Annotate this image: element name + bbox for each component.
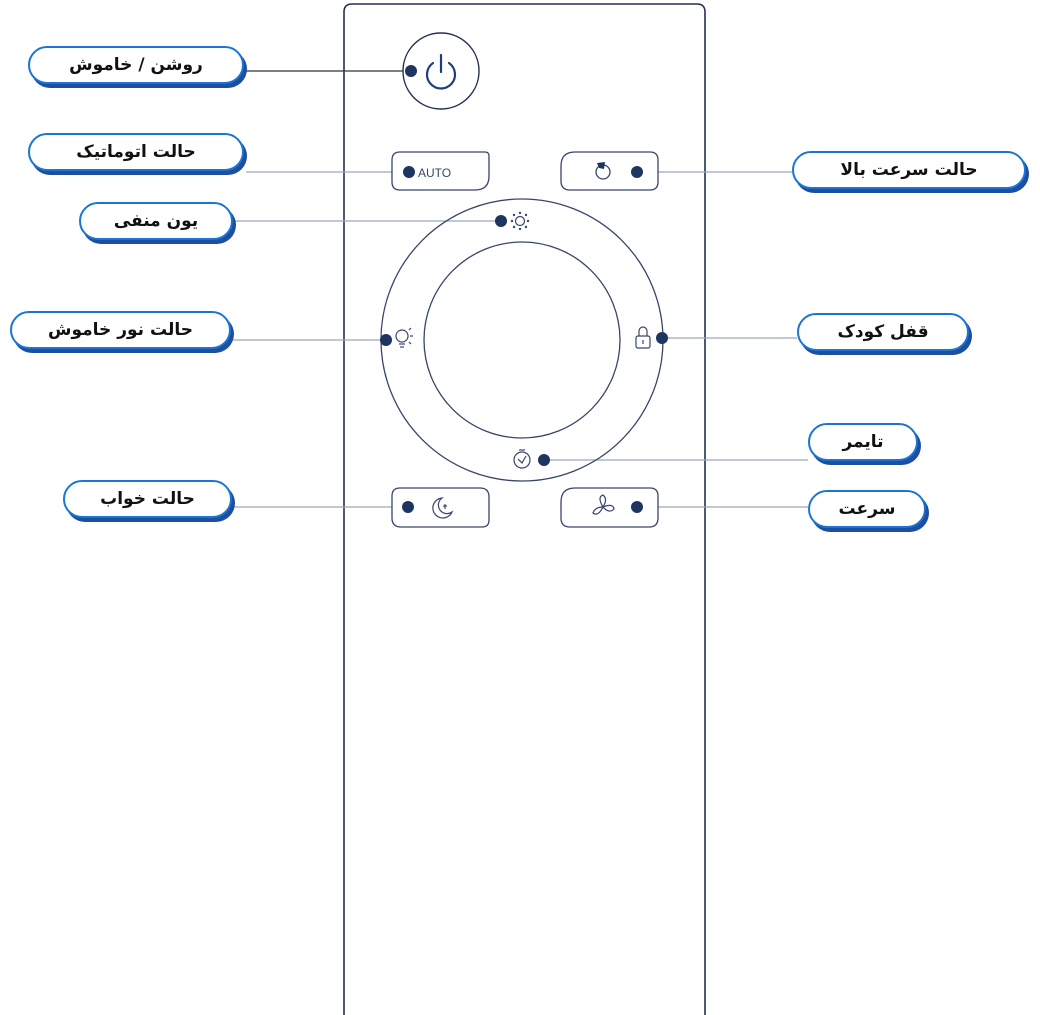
light-off-dot	[380, 334, 392, 346]
moon-icon	[432, 497, 454, 519]
timer-button[interactable]	[513, 449, 550, 469]
ion-icon	[510, 211, 530, 231]
bulb-icon	[395, 327, 413, 348]
high-speed-dot	[631, 166, 643, 178]
remote-body	[343, 3, 706, 1015]
child-lock-dot	[656, 332, 668, 344]
timer-icon	[513, 449, 531, 469]
negative-ion-dot	[495, 215, 507, 227]
sleep-button[interactable]	[391, 487, 490, 528]
light-off-button[interactable]	[380, 327, 413, 348]
power-button[interactable]	[402, 32, 480, 110]
child-lock-button[interactable]	[635, 326, 668, 349]
high-speed-button[interactable]	[560, 151, 659, 191]
light-off-label: حالت نور خاموش	[10, 311, 231, 349]
sleep-dot	[402, 501, 414, 513]
speed-label: سرعت	[808, 490, 926, 528]
negative-ion-button[interactable]	[495, 211, 530, 231]
speed-button[interactable]	[560, 487, 659, 528]
timer-label: تایمر	[808, 423, 918, 461]
leader-lines	[233, 70, 808, 508]
timer-dot	[538, 454, 550, 466]
speed-dot	[631, 501, 643, 513]
fan-icon	[592, 494, 615, 515]
auto-dot	[403, 166, 415, 178]
negative-ion-label: یون منفی	[79, 202, 233, 240]
sleep-mode-label: حالت خواب	[63, 480, 232, 518]
power-label: روشن / خاموش	[28, 46, 244, 84]
auto-button[interactable]: AUTO	[391, 151, 490, 191]
lock-icon	[635, 326, 651, 349]
center-button[interactable]	[423, 241, 621, 439]
power-icon	[425, 53, 457, 90]
auto-mode-label: حالت اتوماتیک	[28, 133, 244, 171]
child-lock-label: قفل کودک	[797, 313, 969, 351]
turbo-icon	[595, 162, 611, 180]
auto-button-text: AUTO	[418, 166, 451, 180]
high-speed-mode-label: حالت سرعت بالا	[792, 151, 1026, 189]
power-dot	[405, 65, 417, 77]
